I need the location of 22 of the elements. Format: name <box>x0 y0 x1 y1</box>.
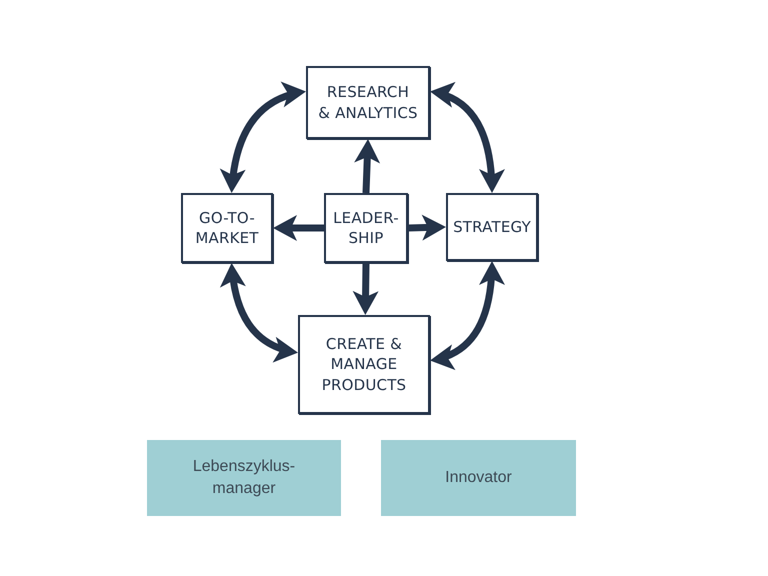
arrow <box>408 214 446 241</box>
box-label: GO-TO- MARKET <box>194 208 260 248</box>
arrow <box>273 215 324 241</box>
role-box <box>381 440 576 516</box>
process-box <box>446 193 538 261</box>
box-label: LEADER- SHIP <box>332 208 400 248</box>
curved-arrow <box>220 262 299 362</box>
box-label: Innovator <box>445 468 512 488</box>
curved-arrow <box>429 260 504 369</box>
role-box <box>147 440 341 516</box>
process-box <box>306 66 430 139</box>
process-box <box>324 193 408 263</box>
curved-arrow <box>429 84 504 194</box>
arrow <box>354 138 380 194</box>
curved-arrow <box>220 82 307 194</box>
box-label: STRATEGY <box>453 216 531 238</box>
process-box <box>181 193 273 263</box>
process-box <box>298 315 430 414</box>
box-label: CREATE & MANAGE PRODUCTS <box>320 334 408 395</box>
box-label: RESEARCH & ANALYTICS <box>318 82 418 123</box>
arrow <box>352 262 379 316</box>
box-label: Lebenszyklus- manager <box>192 457 296 499</box>
